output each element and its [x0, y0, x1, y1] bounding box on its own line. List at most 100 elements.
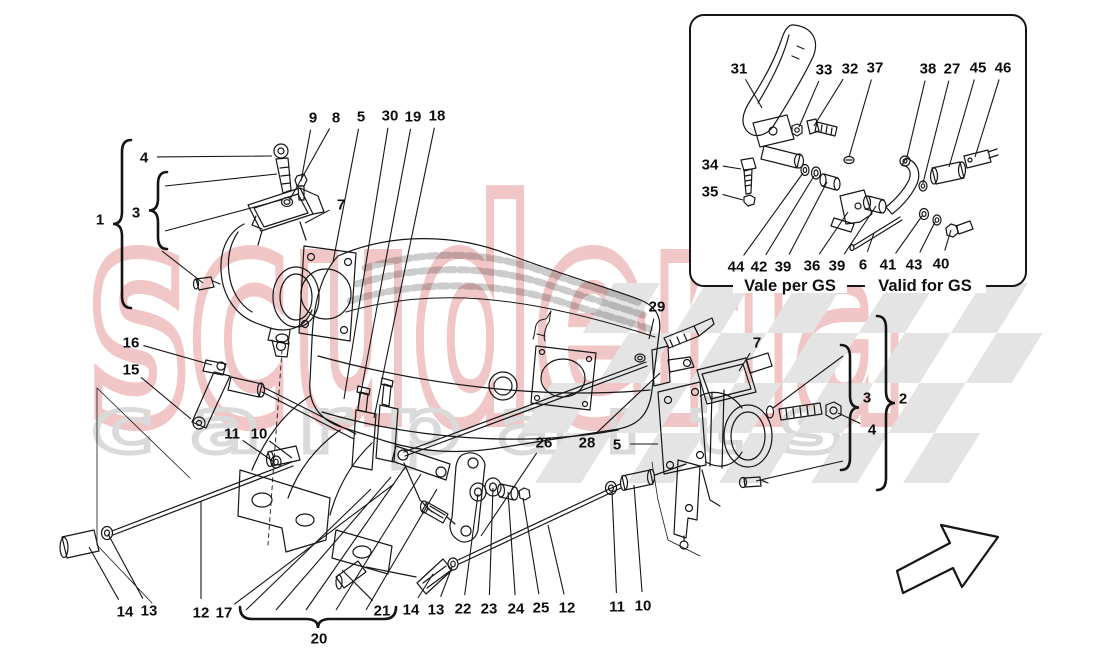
callout-39: 39 — [775, 259, 792, 276]
right-rod-parts — [604, 463, 687, 496]
brace-right — [875, 314, 896, 492]
screw-bottom-right — [738, 476, 769, 489]
callout-12: 12 — [559, 600, 576, 617]
leader-line-30 — [343, 127, 389, 400]
lever-15-16 — [191, 359, 231, 430]
checker-cell — [597, 333, 675, 383]
leader-line-15 — [140, 376, 192, 420]
callout-10: 10 — [251, 426, 268, 443]
leader-line-37 — [848, 79, 872, 158]
leader-line-43 — [919, 221, 936, 253]
callout-37: 37 — [867, 60, 884, 77]
leader-line-31 — [745, 78, 763, 109]
bolt-4-part — [273, 143, 292, 194]
callout-10: 10 — [635, 598, 652, 615]
callout-19: 19 — [405, 109, 422, 126]
leader-line-5 — [332, 128, 360, 263]
leader-line-4 — [156, 155, 273, 158]
brace-label-3: 3 — [863, 390, 871, 407]
callout-13: 13 — [141, 603, 158, 620]
callout-16: 16 — [123, 335, 140, 352]
sensor-cover — [247, 187, 325, 232]
leader-line-7 — [304, 209, 330, 224]
leader-line-41 — [895, 215, 923, 254]
callout-27: 27 — [944, 61, 961, 78]
leader-line-27 — [922, 80, 950, 184]
leader-line-13 — [440, 566, 453, 598]
checker-cell — [888, 383, 966, 433]
leader-line-22 — [464, 493, 479, 596]
callout-25: 25 — [533, 600, 550, 617]
cable-end-45 — [929, 161, 967, 185]
caption-vale-per-gs: Vale per GS — [744, 277, 836, 295]
intake-plenum — [237, 238, 661, 575]
leader-line-13 — [107, 533, 144, 599]
callout-36: 36 — [804, 258, 821, 275]
center-linkage — [59, 359, 687, 604]
callout-32: 32 — [842, 61, 859, 78]
extra-leader — [275, 476, 392, 611]
callout-21: 21 — [374, 603, 391, 620]
leader-line-44 — [743, 172, 804, 256]
pedal-nut-33 — [791, 123, 803, 137]
callout-4: 4 — [868, 422, 877, 439]
washers-41-43 — [918, 207, 942, 226]
callout-35: 35 — [702, 184, 719, 201]
callout-42: 42 — [751, 259, 768, 276]
leader-line-45 — [948, 79, 975, 168]
checker-cell — [858, 283, 936, 333]
leader-line-19 — [357, 128, 412, 409]
inset-pedal-assembly-drawing — [740, 24, 999, 252]
extra-leader — [161, 250, 204, 284]
lever-38 — [885, 155, 920, 215]
leader-line-10 — [269, 440, 293, 459]
brace-left — [148, 170, 169, 251]
callout-5: 5 — [357, 109, 365, 126]
left-throttle-body — [192, 143, 357, 546]
link-26 — [449, 452, 486, 543]
callout-14: 14 — [117, 604, 134, 621]
checker-cell — [674, 283, 752, 333]
callout-23: 23 — [481, 601, 498, 618]
leader-line-39 — [843, 205, 877, 255]
checker-cell — [689, 333, 767, 383]
mount-bracket-right — [673, 459, 701, 550]
leader-line-14 — [417, 573, 434, 599]
callout-7: 7 — [337, 197, 345, 214]
leader-line-33 — [798, 80, 820, 128]
brace-under — [238, 605, 398, 629]
callout-22: 22 — [455, 601, 472, 618]
right-throttle-housing — [696, 352, 773, 507]
leader-line-23 — [488, 487, 494, 596]
callout-17: 17 — [216, 605, 233, 622]
pedal-pivot-bracket — [752, 114, 805, 169]
leader-line-32 — [813, 78, 844, 127]
callout-9: 9 — [309, 110, 317, 127]
checker-cell — [612, 383, 690, 433]
ferrari-horse-emblem — [532, 310, 552, 342]
extra-leader — [365, 488, 438, 611]
callout-33: 33 — [816, 62, 833, 79]
checker-cell — [950, 283, 1028, 333]
leader-line-36 — [818, 211, 849, 255]
cable-fitting-46 — [963, 148, 999, 169]
leader-line-35 — [722, 193, 744, 201]
callout-24: 24 — [508, 601, 525, 618]
extra-leader — [305, 465, 407, 611]
leader-line-16 — [143, 345, 213, 366]
callout-26: 26 — [536, 435, 553, 452]
extra-leader — [164, 199, 282, 232]
extra-leader — [164, 173, 278, 187]
brace-left — [112, 138, 133, 310]
grouping-braces — [112, 138, 896, 629]
brace-right — [839, 343, 860, 472]
bolt-40 — [945, 220, 974, 238]
checker-cell — [535, 433, 613, 483]
plenum-boss — [488, 371, 518, 401]
adjuster-rod — [227, 376, 357, 440]
callout-44: 44 — [728, 259, 745, 276]
brace-label-2: 2 — [899, 391, 907, 408]
